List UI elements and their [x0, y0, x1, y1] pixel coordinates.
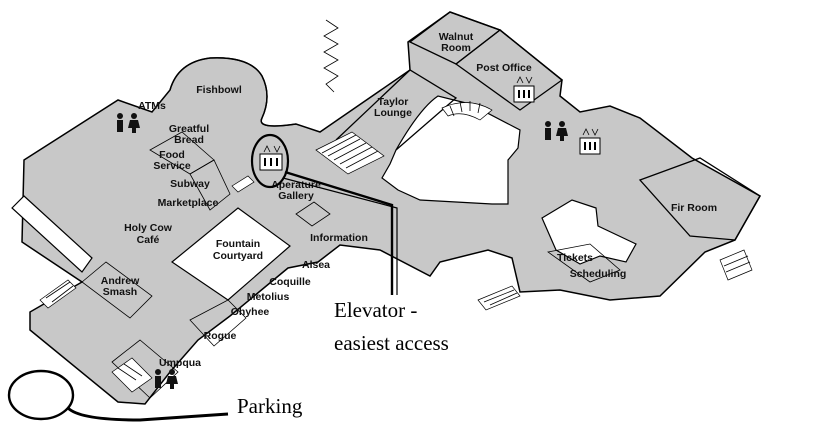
elevator-pointer-line: [284, 170, 394, 295]
taylor-lounge-label: Taylor: [378, 96, 409, 108]
andrew-smash-label: Andrew: [101, 275, 140, 287]
info-desk: [295, 201, 331, 227]
andrew-smash-label-2: Smash: [103, 286, 137, 298]
stairs-icon: [477, 285, 521, 311]
right-void: [541, 199, 637, 265]
fishbowl-wall: [169, 57, 297, 127]
marketplace-outline: [189, 159, 231, 211]
fishbowl-label: Fishbowl: [196, 84, 242, 96]
atms-label: ATMs: [138, 100, 166, 112]
aperature-gallery-label: Aperature: [271, 179, 321, 191]
elevator-highlight-circle: [250, 133, 290, 189]
elevator-icon: [579, 128, 601, 155]
andrew-smash-outline: [81, 261, 153, 319]
elevator-annotation-line1: Elevator -: [334, 298, 417, 322]
alsea-label: Alsea: [302, 259, 330, 271]
fir-room-outline: [638, 157, 761, 241]
food-service-label-2: Service: [153, 160, 191, 172]
aperature-gallery-label-2: Gallery: [278, 190, 314, 202]
subway-label: Subway: [170, 178, 210, 190]
fountain-courtyard-label-2: Courtyard: [213, 250, 263, 262]
fir-room-label: Fir Room: [671, 202, 717, 214]
holy-cow-label-2: Café: [137, 234, 160, 246]
exterior-zigzag: [323, 19, 339, 93]
post-office-outline: [454, 29, 564, 111]
stairs-icon: [441, 101, 493, 121]
greatful-bread-label-2: Bread: [174, 134, 204, 146]
food-service-label: Food: [159, 149, 185, 161]
elevator-icon: [513, 76, 535, 103]
rogue-outline: [189, 299, 247, 347]
fountain-courtyard-label: Fountain: [216, 238, 260, 250]
elevator-pointer-line-2: [282, 177, 398, 295]
marketplace-label: Marketplace: [158, 197, 219, 209]
elevator-annotation-line2: easiest access: [334, 331, 449, 355]
walnut-room-label-2: Room: [441, 42, 471, 54]
taylor-lounge-outline: [335, 69, 458, 151]
rogue-label: Rogue: [204, 330, 237, 342]
stairs-icon: [315, 131, 385, 175]
greatful-bread-label: Greatful: [169, 123, 209, 135]
ohyhee-label: Ohyhee: [231, 306, 270, 318]
holy-cow-label: Holy Cow: [124, 222, 173, 234]
tickets-desk: [547, 243, 621, 283]
atrium-void: [381, 95, 521, 205]
coquille-label: Coquille: [269, 276, 311, 288]
fountain-courtyard-area: [170, 207, 291, 301]
elevator-icon: [259, 145, 283, 171]
restroom-icon: [155, 369, 178, 389]
taylor-lounge-label-2: Lounge: [374, 107, 412, 119]
stairs-icon: [111, 357, 153, 393]
restroom-icon: [117, 113, 140, 133]
stairs-icon: [231, 175, 255, 193]
parking-circle: [7, 369, 75, 421]
restroom-icon: [545, 121, 568, 141]
stairs-icon: [39, 279, 77, 309]
exterior-strip: [11, 195, 93, 273]
scheduling-label: Scheduling: [570, 268, 627, 280]
walnut-room-label: Walnut: [439, 31, 474, 43]
metolius-label: Metolius: [247, 291, 290, 303]
parking-annotation: Parking: [237, 394, 303, 418]
stairs-icon: [719, 249, 753, 281]
post-office-label: Post Office: [476, 62, 532, 74]
tickets-label: Tickets: [557, 252, 593, 264]
umpqua-label: Umpqua: [159, 357, 201, 369]
information-label: Information: [310, 232, 368, 244]
parking-pointer-line: [66, 406, 229, 422]
